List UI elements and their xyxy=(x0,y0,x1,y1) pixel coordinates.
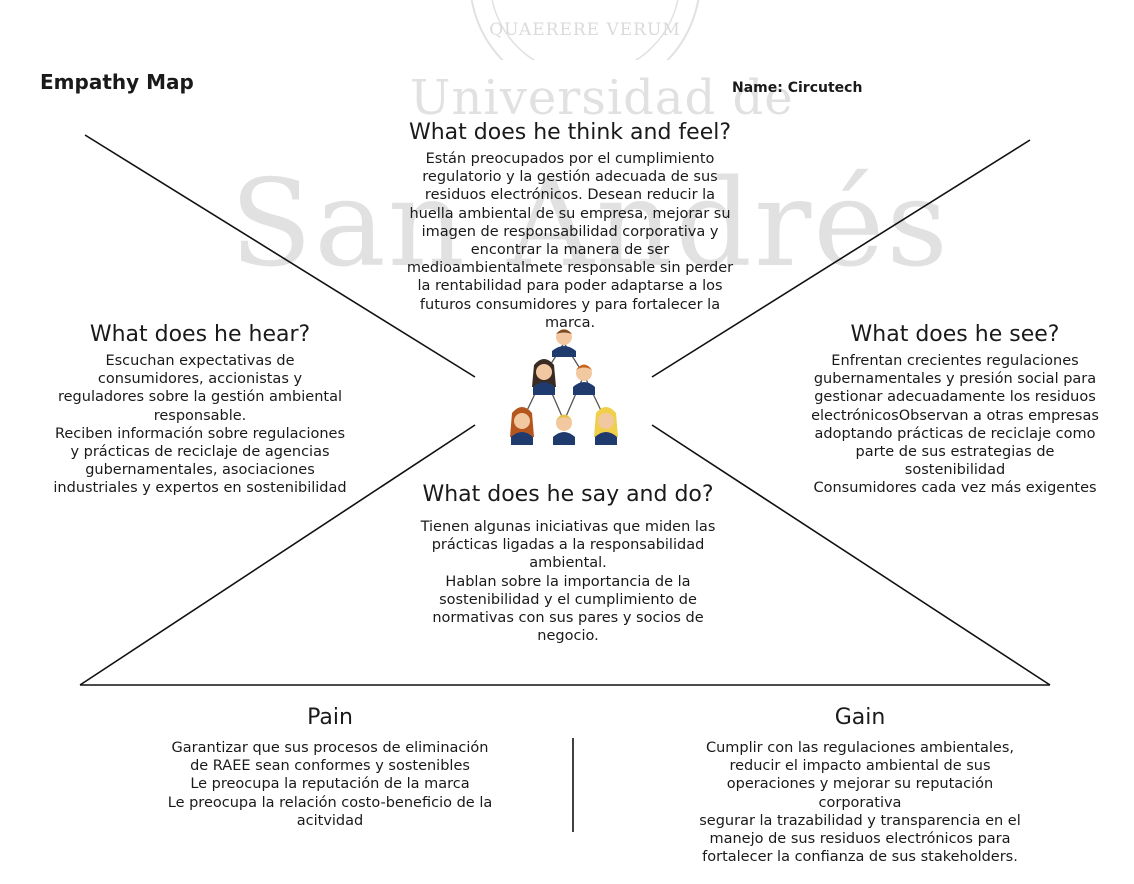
text-line: gubernamentales, asociaciones xyxy=(85,462,315,479)
person-icon xyxy=(573,364,595,395)
text-line: Están preocupados por el cumplimiento xyxy=(425,151,715,167)
think-feel-heading: What does he think and feel? xyxy=(408,120,732,145)
watermark-seal: QUAERERE VERUM xyxy=(470,0,700,60)
text-line: Reciben información sobre regulaciones xyxy=(54,425,346,442)
think-feel-body: Están preocupados por el cumplimiento reg… xyxy=(360,150,780,332)
section-think-feel: What does he think and feel? Están preoc… xyxy=(360,120,780,332)
team-network-icon xyxy=(510,329,618,445)
text-line: residuos electrónicos. Desean reducir la xyxy=(424,187,716,204)
say-do-heading: What does he say and do? xyxy=(422,482,714,507)
see-heading: What does he see? xyxy=(850,322,1060,347)
text-line: futuros consumidores y para fortalecer l… xyxy=(419,296,721,313)
text-line: Enfrentan crecientes regulaciones xyxy=(831,353,1079,369)
text-line: sostenibilidad xyxy=(904,462,1006,479)
text-line: parte de sus estrategias de xyxy=(855,444,1055,461)
text-line: y prácticas de reciclaje de agencias xyxy=(70,444,330,461)
text-line: responsable. xyxy=(153,407,247,424)
text-line: la rentabilidad para poder adaptarse a l… xyxy=(417,278,723,295)
text-line: operaciones y mejorar su reputación xyxy=(726,776,994,793)
text-line: ambiental. xyxy=(529,555,607,572)
gain-body: Cumplir con las regulaciones ambientales… xyxy=(665,739,1055,866)
watermark-line2: San Andrés xyxy=(230,155,950,294)
text-line: negocio. xyxy=(537,628,599,645)
say-do-body: Tienen algunas iniciativas que miden las… xyxy=(398,518,738,645)
diagonal-top-right xyxy=(651,139,1031,378)
text-line: marca. xyxy=(544,314,596,331)
section-say-do: What does he say and do? Tienen algunas … xyxy=(398,482,738,645)
text-line: huella ambiental de su empresa, mejorar … xyxy=(409,205,731,222)
text-line: gestionar adecuadamente los residuos xyxy=(814,389,1096,406)
hear-heading: What does he hear? xyxy=(89,322,311,347)
diagonal-bottom-right xyxy=(651,424,1051,686)
text-line: Le preocupa la relación costo-beneficio … xyxy=(167,794,493,811)
section-gain: Gain Cumplir con las regulaciones ambien… xyxy=(665,705,1055,866)
text-line: Le preocupa la reputación de la marca xyxy=(190,776,470,793)
text-line: industriales y expertos en sostenibilida… xyxy=(53,480,347,497)
section-pain: Pain Garantizar que sus procesos de elim… xyxy=(140,705,520,830)
section-see: What does he see? Enfrentan crecientes r… xyxy=(785,322,1125,498)
text-line: reducir el impacto ambiental de sus xyxy=(729,758,991,775)
text-line: consumidores, accionistas y xyxy=(97,371,303,388)
text-line: Hablan sobre la importancia de la xyxy=(445,573,691,590)
text-line: electrónicosObservan a otras empresas xyxy=(811,407,1099,424)
pain-heading: Pain xyxy=(307,705,353,730)
text-line: manejo de sus residuos electrónicos para xyxy=(709,831,1011,848)
section-hear: What does he hear? Escuchan expectativas… xyxy=(20,322,380,498)
text-line: imagen de responsabilidad corporativa y xyxy=(421,223,719,240)
text-line: adoptando prácticas de reciclaje como xyxy=(814,425,1096,442)
text-line: Cumplir con las regulaciones ambientales… xyxy=(705,740,1015,756)
gain-heading: Gain xyxy=(834,705,886,730)
person-icon xyxy=(532,359,556,395)
page-title: Empathy Map xyxy=(40,70,194,94)
person-icon xyxy=(553,414,575,445)
text-line: corporativa xyxy=(818,794,902,811)
text-line: medioambientalmete responsable sin perde… xyxy=(406,260,734,277)
diagonal-top-left xyxy=(84,134,476,378)
person-icon xyxy=(594,407,618,445)
text-line: sostenibilidad y el cumplimiento de xyxy=(439,591,697,608)
text-line: acitvidad xyxy=(296,812,364,829)
pain-body: Garantizar que sus procesos de eliminaci… xyxy=(140,739,520,830)
text-line: fortalecer la confianza de sus stakehold… xyxy=(702,849,1018,866)
see-body: Enfrentan crecientes regulaciones guberna… xyxy=(785,352,1125,498)
text-line: Escuchan expectativas de xyxy=(105,353,295,369)
text-line: normativas con sus pares y socios de xyxy=(432,610,704,627)
text-line: Consumidores cada vez más exigentes xyxy=(813,480,1097,497)
watermark-motto: QUAERERE VERUM xyxy=(489,20,680,40)
text-line: prácticas ligadas a la responsabilidad xyxy=(431,537,705,554)
text-line: Tienen algunas iniciativas que miden las xyxy=(420,519,716,535)
diagonal-bottom-left xyxy=(79,424,476,686)
watermark-line1: Universidad de xyxy=(410,70,794,126)
person-icon xyxy=(510,407,534,445)
text-line: regulatorio y la gestión adecuada de sus xyxy=(422,169,718,186)
text-line: gubernamentales y presión social para xyxy=(813,371,1097,388)
text-line: de RAEE sean conformes y sostenibles xyxy=(190,758,470,775)
person-icon xyxy=(552,329,576,357)
text-line: Garantizar que sus procesos de eliminaci… xyxy=(171,740,489,756)
name-label: Name: Circutech xyxy=(732,80,863,96)
text-line: segurar la trazabilidad y transparencia … xyxy=(699,812,1021,829)
text-line: encontrar la manera de ser xyxy=(470,242,670,259)
hear-body: Escuchan expectativas de consumidores, ac… xyxy=(20,352,380,498)
text-line: reguladores sobre la gestión ambiental xyxy=(57,389,343,406)
